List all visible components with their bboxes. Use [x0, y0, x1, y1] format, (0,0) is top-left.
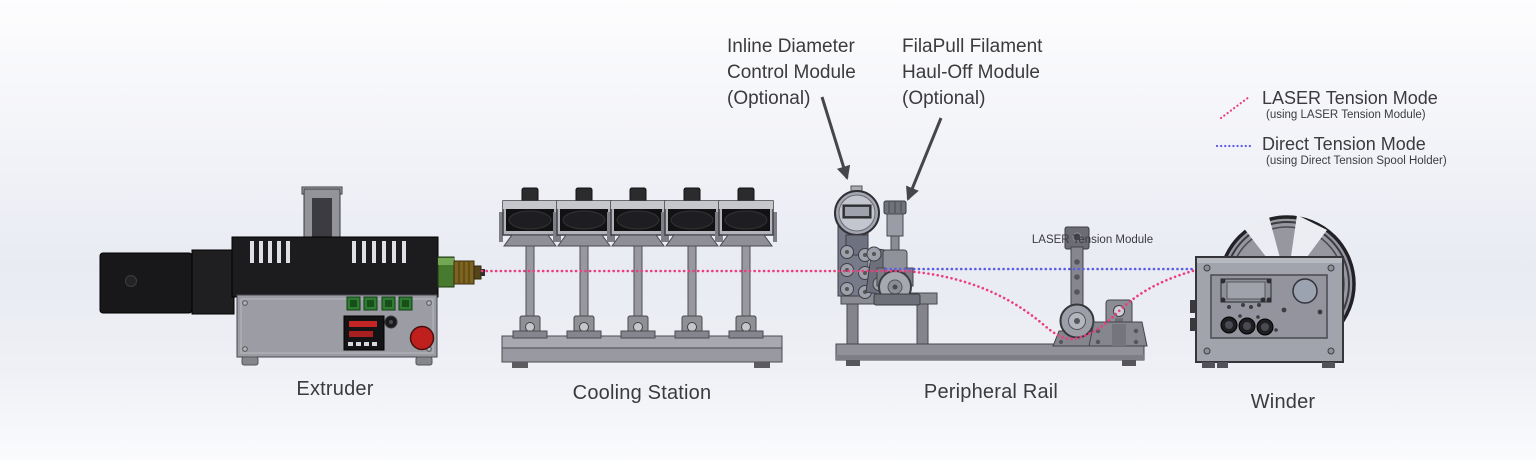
legend-direct-label: Direct Tension Mode: [1262, 134, 1426, 154]
hauloff-arrow: [906, 117, 943, 201]
label-peripheral-rail: Peripheral Rail: [923, 381, 1059, 403]
cooling-fan: [607, 187, 669, 339]
annotation-inline-diameter: Inline Diameter Control Module (Optional…: [727, 36, 856, 109]
extruder-illustration: [99, 186, 485, 366]
inline-diameter-module: [834, 185, 880, 299]
winder-connectors: [1220, 314, 1278, 336]
peripheral-rail-illustration: [834, 185, 1148, 366]
extruder-nozzle: [437, 256, 485, 288]
winder-knob: [1292, 278, 1318, 304]
cooling-station-illustration: [499, 187, 783, 368]
legend-entry-laser: LASER Tension Mode (using LASER Tension …: [1262, 88, 1462, 122]
laser-tension-path-line: [480, 268, 1198, 341]
legend-laser-label: LASER Tension Mode: [1262, 88, 1438, 108]
extruder-vents: [250, 241, 406, 263]
winder-illustration: [1190, 215, 1356, 368]
cooling-fans: [499, 187, 777, 339]
hauloff-module: [865, 200, 921, 306]
extruder-stop-button: [409, 325, 435, 351]
legend-laser-swatch: [1219, 95, 1251, 120]
cooling-fan: [553, 187, 615, 339]
spool-holder-mount: [1088, 299, 1148, 347]
legend-laser-sublabel: (using LASER Tension Module): [1266, 109, 1426, 121]
inline-diameter-arrow: [820, 96, 851, 180]
extruder-terminal-blocks: [346, 296, 413, 311]
annotation-filapull-hauloff: FilaPull Filament Haul-Off Module (Optio…: [902, 36, 1043, 109]
cooling-fan: [661, 187, 723, 339]
extruder-motor: [99, 252, 193, 314]
label-extruder: Extruder: [296, 378, 374, 400]
legend-entry-direct: Direct Tension Mode (using Direct Tensio…: [1262, 134, 1462, 168]
winder-display: [1220, 278, 1272, 303]
cooling-fan: [499, 187, 561, 339]
annotation-laser-tension-module: LASER Tension Module: [1031, 234, 1154, 246]
cooling-fan: [715, 187, 777, 339]
label-cooling-station: Cooling Station: [572, 382, 712, 404]
extruder-temperature-controller: [343, 315, 385, 351]
laser-tension-module-illustration: [1052, 226, 1102, 347]
legend-direct-sublabel: (using Direct Tension Spool Holder): [1266, 155, 1447, 167]
label-winder: Winder: [1250, 391, 1316, 413]
